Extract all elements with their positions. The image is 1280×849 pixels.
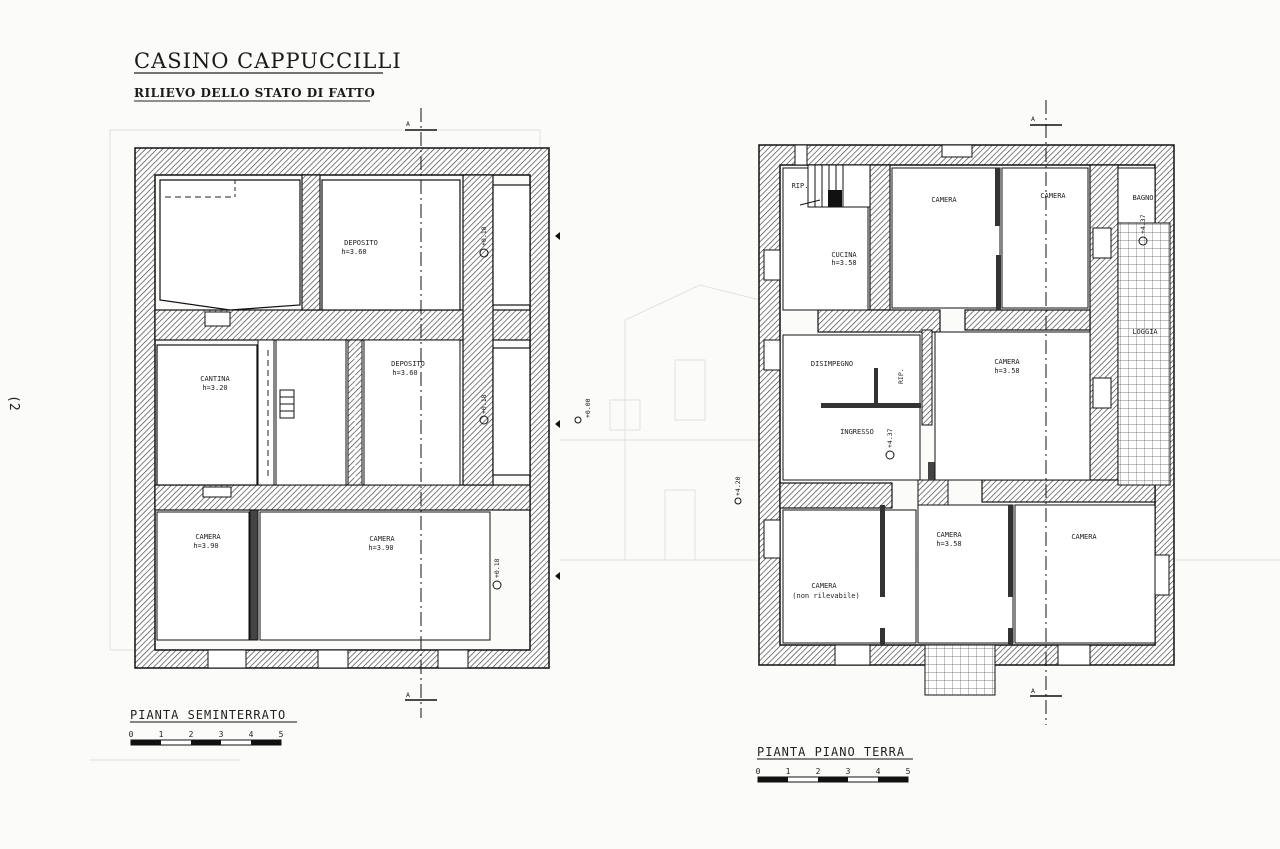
svg-text:CAMERA: CAMERA	[1071, 533, 1097, 541]
room-height: h=3.60	[341, 248, 366, 256]
plan-seminterrato: A A +0.00 DEPOSITO h=3.60 CANTINA h=3.20…	[129, 108, 592, 746]
level-mark-left: +0.00	[584, 398, 592, 418]
entrance-steps	[924, 644, 996, 696]
section-mark-top: A	[1031, 115, 1035, 123]
svg-text:CAMERA: CAMERA	[994, 358, 1020, 366]
svg-text:+0.18: +0.18	[480, 394, 488, 414]
scale-bar-left: 0 1 2 3 4 5	[129, 730, 284, 746]
svg-text:h=3.58: h=3.58	[831, 259, 856, 267]
svg-text:0: 0	[129, 730, 134, 739]
svg-text:1: 1	[786, 767, 791, 776]
svg-text:CAMERA: CAMERA	[1040, 192, 1066, 200]
room-height: h=3.20	[202, 384, 227, 392]
room-label: CANTINA	[200, 375, 230, 383]
svg-text:0: 0	[756, 767, 761, 776]
svg-text:5: 5	[279, 730, 284, 739]
svg-text:4: 4	[249, 730, 254, 739]
drawing-title: CASINO CAPPUCCILLI	[134, 49, 402, 73]
svg-text:2: 2	[816, 767, 821, 776]
svg-text:1: 1	[159, 730, 164, 739]
svg-text:+0.18: +0.18	[493, 558, 501, 578]
svg-text:LOGGIA: LOGGIA	[1132, 328, 1158, 336]
svg-text:4: 4	[876, 767, 881, 776]
plan-piano-terra: A A +4.20 +4.37 +4.37 RIP. CAMERA CAMERA…	[734, 100, 1175, 783]
svg-text:RIP.: RIP.	[792, 182, 809, 190]
level-mark-right: +4.20	[734, 476, 742, 496]
svg-text:3: 3	[846, 767, 851, 776]
room-height: h=3.90	[368, 544, 393, 552]
plan-title-left: PIANTA SEMINTERRATO	[130, 708, 286, 722]
room-height: h=3.90	[193, 542, 218, 550]
room-label: DEPOSITO	[391, 360, 425, 368]
svg-text:CAMERA: CAMERA	[931, 196, 957, 204]
svg-text:(non rilevabile): (non rilevabile)	[792, 592, 859, 600]
section-mark-bottom: A	[1031, 687, 1035, 695]
room-label: CAMERA	[369, 535, 395, 543]
svg-text:CUCINA: CUCINA	[831, 251, 857, 259]
page-mark: (2	[6, 395, 21, 411]
svg-text:h=3.58: h=3.58	[936, 540, 961, 548]
svg-text:DISIMPEGNO: DISIMPEGNO	[811, 360, 853, 368]
svg-text:CAMERA: CAMERA	[811, 582, 837, 590]
svg-text:2: 2	[189, 730, 194, 739]
section-mark-top: A	[406, 120, 410, 128]
drawing-subtitle: RILIEVO DELLO STATO DI FATTO	[134, 86, 375, 100]
room-height: h=3.60	[392, 369, 417, 377]
stair	[799, 164, 871, 208]
room-label: CAMERA	[195, 533, 221, 541]
section-mark-bottom: A	[406, 691, 410, 699]
svg-text:+4.37: +4.37	[1139, 214, 1147, 234]
svg-text:5: 5	[906, 767, 911, 776]
plan-title-right: PIANTA PIANO TERRA	[757, 745, 905, 759]
svg-text:+4.37: +4.37	[886, 428, 894, 448]
svg-text:RIP.: RIP.	[897, 368, 905, 384]
room-label: DEPOSITO	[344, 239, 378, 247]
svg-text:+0.18: +0.18	[480, 226, 488, 246]
svg-text:CAMERA: CAMERA	[936, 531, 962, 539]
svg-text:INGRESSO: INGRESSO	[840, 428, 874, 436]
scale-bar-right: 0 1 2 3 4 5	[756, 767, 911, 783]
svg-text:h=3.58: h=3.58	[994, 367, 1019, 375]
svg-text:BAGNO: BAGNO	[1132, 194, 1153, 202]
svg-text:3: 3	[219, 730, 224, 739]
